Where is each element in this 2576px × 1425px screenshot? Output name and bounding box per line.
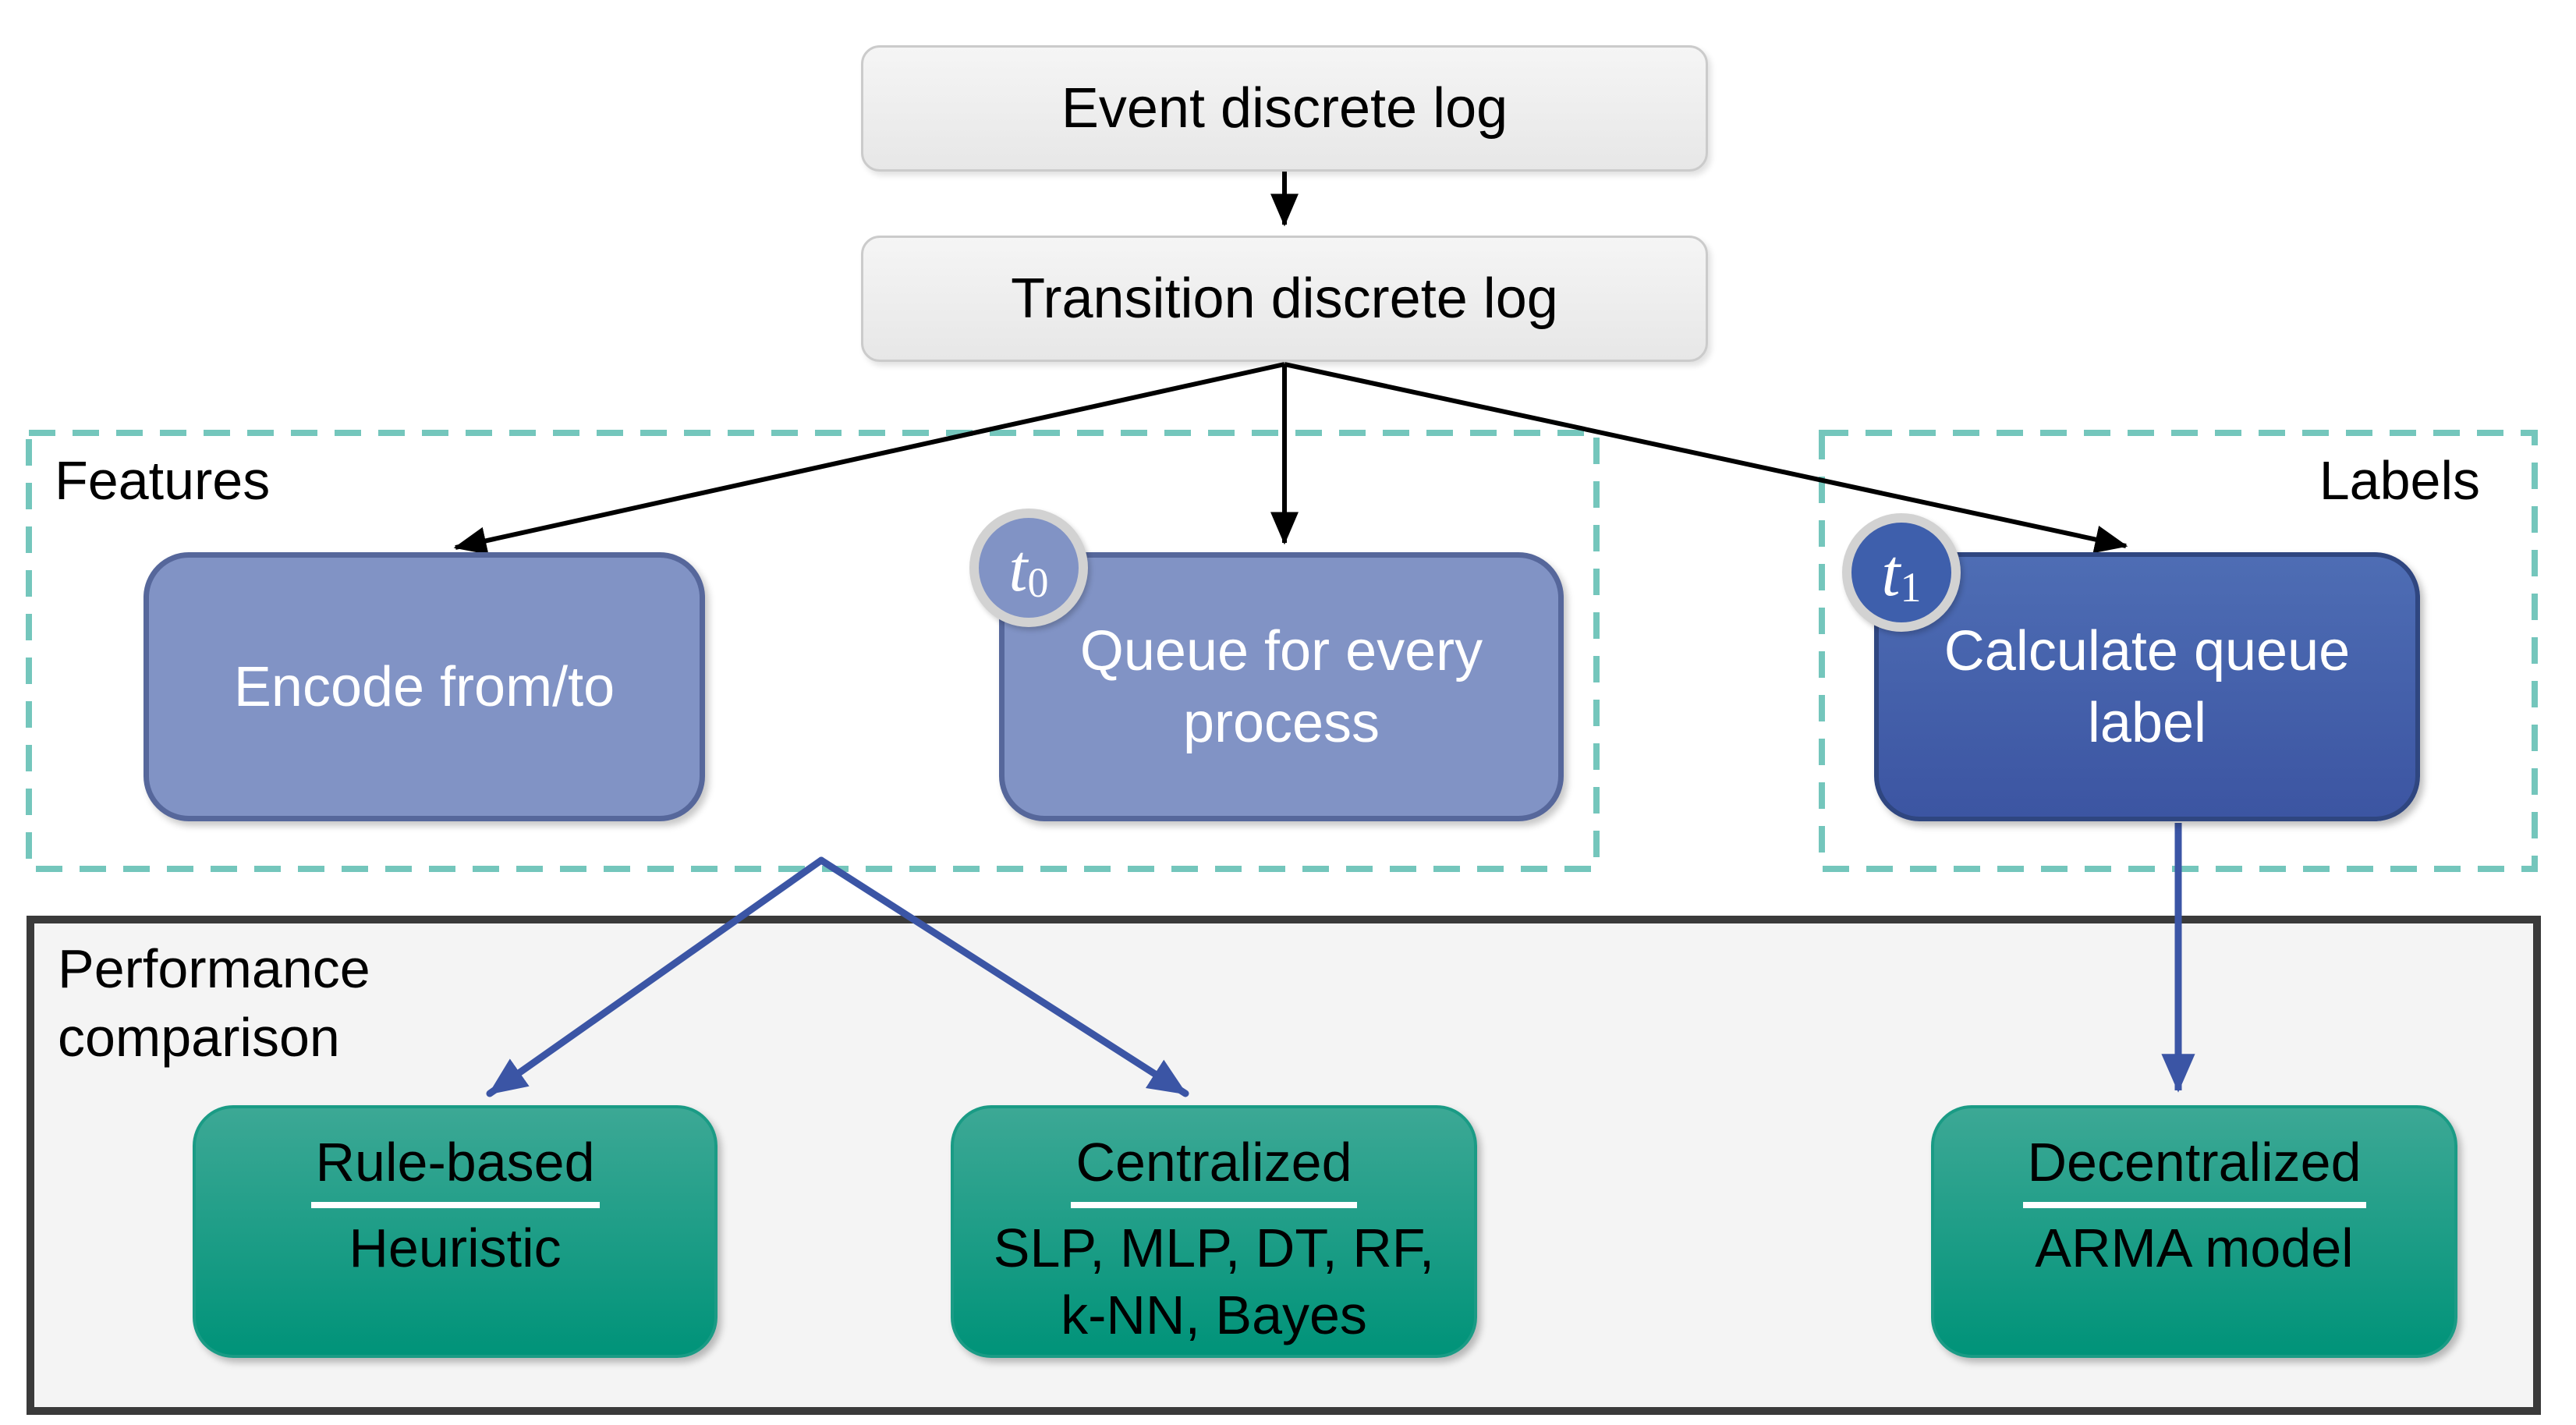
features-to-rule-based-arrow <box>486 856 825 1097</box>
rule-based-heading: Rule-based <box>310 1129 600 1208</box>
encode-from-to-label: Encode from/to <box>233 655 615 718</box>
node-encode-from-to: Encode from/to <box>144 552 705 821</box>
queue-for-every-process-label: Queue for every process <box>1079 619 1483 754</box>
node-decentralized: Decentralized ARMA model <box>1931 1105 2457 1358</box>
t0-symbol: t <box>1008 530 1028 605</box>
node-transition-discrete-log: Transition discrete log <box>861 236 1708 362</box>
centralized-heading: Centralized <box>1071 1129 1357 1208</box>
rule-based-line1: Heuristic <box>349 1218 562 1278</box>
t0-subscript: 0 <box>1027 559 1049 606</box>
transition-discrete-log-label: Transition discrete log <box>1011 268 1558 330</box>
calculate-queue-label-label: Calculate queue label <box>1944 619 2351 754</box>
centralized-line1: SLP, MLP, DT, RF, <box>993 1218 1435 1278</box>
decentralized-heading: Decentralized <box>2022 1129 2366 1208</box>
features-to-centralized-arrow <box>817 856 1189 1097</box>
node-centralized: Centralized SLP, MLP, DT, RF, k-NN, Baye… <box>951 1105 1477 1358</box>
decentralized-line1: ARMA model <box>2035 1218 2354 1278</box>
node-event-discrete-log: Event discrete log <box>861 45 1708 172</box>
node-queue-for-every-process: Queue for every process <box>999 552 1564 821</box>
labels-group-title: Labels <box>2319 450 2480 511</box>
features-group-title: Features <box>55 450 271 511</box>
node-rule-based: Rule-based Heuristic <box>193 1105 718 1358</box>
t1-subscript: 1 <box>1900 564 1922 611</box>
event-discrete-log-label: Event discrete log <box>1061 77 1508 140</box>
t1-symbol: t <box>1881 535 1901 610</box>
transition-to-encode-arrow <box>453 362 1285 555</box>
performance-group-title: Performance comparison <box>58 938 370 1068</box>
transition-to-calculate-arrow <box>1284 362 2128 554</box>
node-calculate-queue-label: Calculate queue label <box>1874 552 2420 821</box>
centralized-line2: k-NN, Bayes <box>1061 1285 1367 1345</box>
